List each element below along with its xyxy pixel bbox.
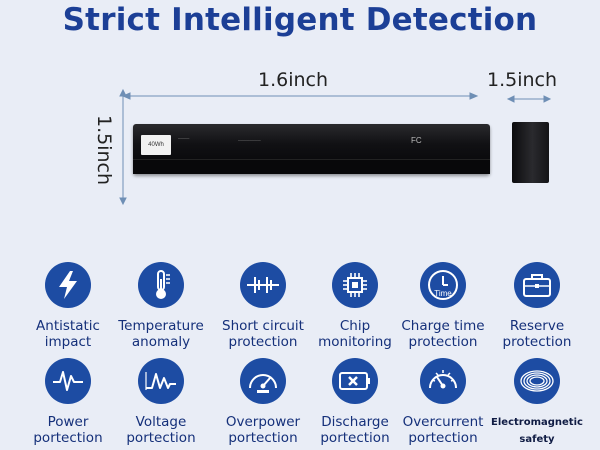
clock-icon-text: Time bbox=[434, 289, 452, 298]
battery-end-view bbox=[512, 122, 549, 183]
battery-fc-mark: FC bbox=[411, 136, 422, 145]
battery-image: 40Wh ──── ──────── FC bbox=[133, 124, 490, 174]
height-dimension: 1.5inch bbox=[93, 114, 115, 186]
page-title: Strict Intelligent Detection bbox=[62, 2, 538, 38]
chip-icon bbox=[332, 262, 378, 308]
clock-icon: Time bbox=[420, 262, 466, 308]
pulse-wave-icon bbox=[45, 358, 91, 404]
thermometer-icon bbox=[138, 262, 184, 308]
battery-label: 40Wh bbox=[141, 135, 171, 155]
briefcase-icon bbox=[514, 262, 560, 308]
speedometer-icon bbox=[420, 358, 466, 404]
length-dimension: 1.6inch bbox=[258, 69, 329, 91]
short-circuit-icon bbox=[240, 262, 286, 308]
battery-fine-print: ──────── bbox=[238, 138, 261, 143]
coil-icon bbox=[514, 358, 560, 404]
voltage-wave-icon bbox=[138, 358, 184, 404]
battery-x-icon bbox=[332, 358, 378, 404]
width-dimension: 1.5inch bbox=[487, 69, 558, 91]
gauge-icon bbox=[240, 358, 286, 404]
battery-fine-print: ──── bbox=[178, 136, 190, 141]
battery-edge bbox=[133, 159, 490, 174]
lightning-icon bbox=[45, 262, 91, 308]
